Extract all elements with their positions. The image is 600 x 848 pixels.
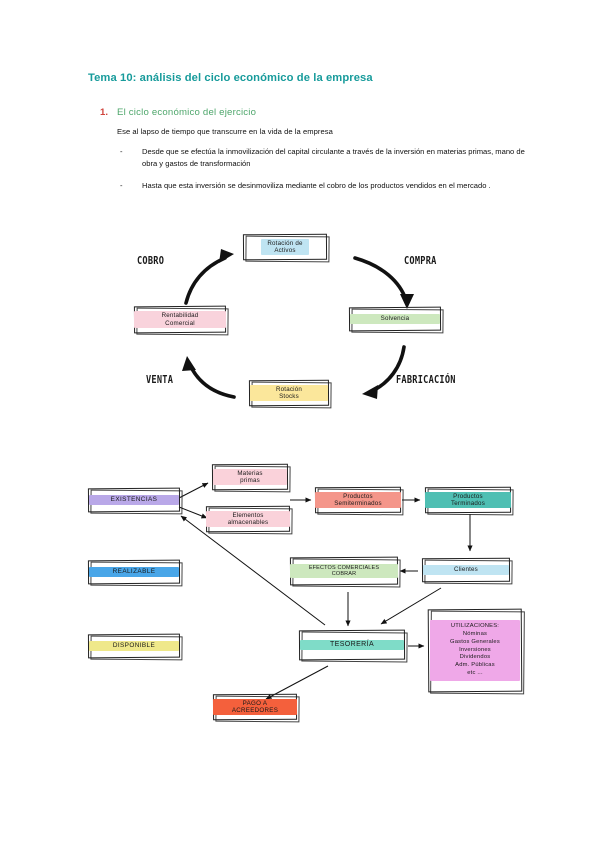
flow-node-realizable: REALIZABLE	[87, 559, 183, 587]
bullet-marker: -	[120, 147, 123, 156]
flow-node-label: DISPONIBLE	[112, 642, 156, 650]
cycle-node-label: Rotación Stocks	[275, 385, 303, 400]
flow-node-label: EXISTENCIAS	[110, 496, 158, 504]
flow-node-productos-terminados: Productos Terminados	[424, 486, 514, 516]
flow-node-existencias: EXISTENCIAS	[87, 487, 183, 515]
flow-node-clientes: Clientes	[421, 557, 513, 585]
flow-node-disponible: DISPONIBLE	[87, 633, 183, 661]
section-heading: El ciclo económico del ejercicio	[117, 107, 257, 118]
section-number: 1.	[100, 107, 109, 118]
bullet-item: - Hasta que esta inversión se desinmovil…	[120, 180, 532, 192]
flow-node-utilizaciones: UTILIZACIONES: Nóminas Gastos Generales …	[427, 608, 525, 695]
cycle-node-label: Rentabilidad Comercial	[161, 312, 199, 327]
flow-node-label: REALIZABLE	[112, 568, 156, 576]
bullet-item: - Desde que se efectúa la inmovilización…	[120, 146, 532, 169]
cycle-label-fabricacion: FABRICACIÓN	[396, 374, 456, 386]
flow-node-label: Productos Semiterminados	[334, 492, 382, 507]
flow-node-label: EFECTOS COMERCIALES COBRAR	[308, 564, 380, 577]
cycle-node-label: Rotación de Activos	[267, 239, 303, 254]
flow-node-pago-acreedores: PAGO A ACREEDORES	[212, 693, 300, 723]
flow-node-label: Elementos almacenables	[227, 511, 269, 526]
cycle-node-rotacion-activos: Rotación de Activos	[242, 233, 330, 263]
flow-node-tesoreria: TESORERÍA	[298, 629, 408, 663]
bullet-marker: -	[120, 181, 123, 190]
flow-node-efectos-comerciales: EFECTOS COMERCIALES COBRAR	[289, 556, 401, 588]
cycle-node-solvencia: Solvencia	[348, 306, 444, 334]
flow-node-label: Productos Terminados	[451, 492, 485, 507]
page-title: Tema 10: análisis del ciclo económico de…	[88, 72, 373, 84]
flow-node-label: UTILIZACIONES: Nóminas Gastos Generales …	[450, 623, 500, 677]
cycle-label-venta: VENTA	[146, 374, 174, 386]
bullet-text: Desde que se efectúa la inmovilización d…	[142, 147, 525, 168]
cycle-label-compra: COMPRA	[404, 255, 437, 267]
flow-node-label: PAGO A ACREEDORES	[231, 699, 279, 714]
cycle-label-cobro: COBRO	[137, 255, 165, 267]
flow-node-elementos-almacenables: Elementos almacenables	[205, 505, 293, 535]
flow-node-label: Materias primas	[237, 469, 263, 484]
flow-node-label: Clientes	[454, 566, 478, 574]
cycle-node-rentabilidad-comercial: Rentabilidad Comercial	[133, 305, 229, 336]
cycle-node-label: Solvencia	[380, 315, 410, 323]
flow-node-materias-primas: Materias primas	[211, 463, 291, 493]
bullet-text: Hasta que esta inversión se desinmoviliz…	[142, 181, 491, 190]
lead-paragraph: Ese al lapso de tiempo que transcurre en…	[117, 127, 333, 136]
flow-node-productos-semiterminados: Productos Semiterminados	[314, 486, 404, 516]
cycle-node-rotacion-stocks: Rotación Stocks	[248, 379, 332, 409]
flow-node-label: TESORERÍA	[329, 640, 375, 648]
